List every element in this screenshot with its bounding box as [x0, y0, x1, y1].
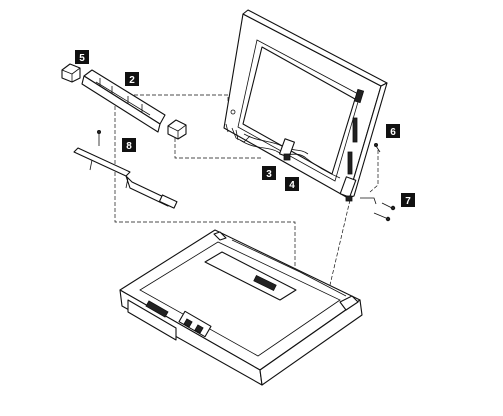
display-cable — [239, 139, 341, 179]
callout-3-label: 3 — [266, 169, 272, 180]
leader-part8-to-base — [114, 100, 296, 272]
leader-bracket-to-display — [174, 132, 262, 159]
callout-4: 4 — [285, 177, 299, 191]
left-hinge — [279, 138, 295, 161]
callout-8-label: 8 — [126, 141, 132, 152]
right-hinge — [339, 176, 357, 202]
leader-screws-to-display — [369, 150, 379, 193]
part-2-hinge-cover — [81, 69, 166, 133]
screws — [360, 142, 396, 222]
leader-display-to-base — [329, 199, 351, 286]
callout-5: 5 — [75, 50, 89, 64]
callout-8: 8 — [122, 138, 136, 152]
callout-4-label: 4 — [289, 180, 295, 191]
callout-2: 2 — [125, 72, 139, 86]
callout-7-label: 7 — [405, 196, 411, 207]
part-5-rubber-foot — [61, 63, 81, 83]
callout-3: 3 — [262, 166, 276, 180]
hinge-bracket — [167, 119, 187, 140]
base-bottom-case — [119, 229, 363, 386]
callout-6-label: 6 — [390, 127, 396, 138]
callout-6: 6 — [386, 124, 400, 138]
callout-7: 7 — [401, 193, 415, 207]
callout-5-label: 5 — [79, 53, 85, 64]
part-8-latch-assembly — [73, 129, 178, 209]
callout-2-label: 2 — [129, 75, 135, 86]
lcd-display-assembly — [223, 9, 388, 199]
